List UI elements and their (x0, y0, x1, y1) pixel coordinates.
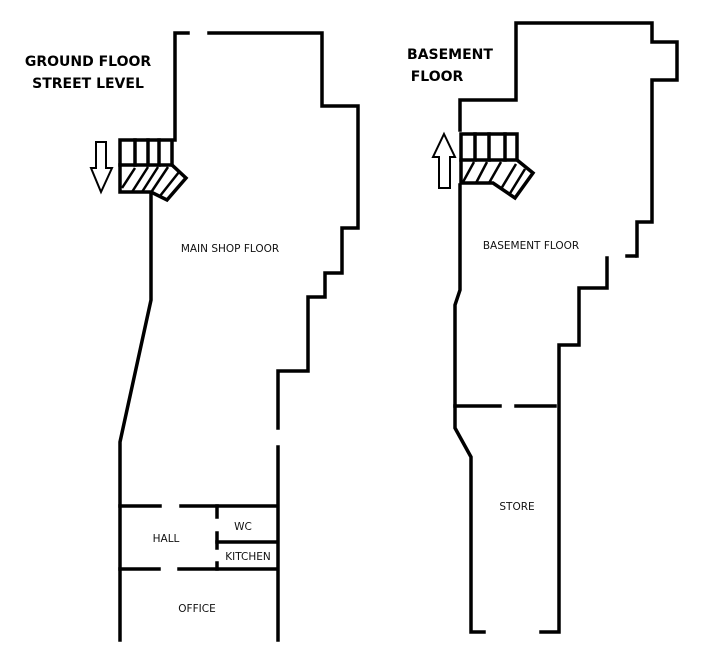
ground-floor-staircase (118, 138, 189, 203)
basement-walls (453, 21, 679, 634)
ground-floor-title: GROUND FLOOR (25, 54, 152, 70)
ground-floor-plan: GROUND FLOOR STREET LEVEL (25, 31, 360, 642)
room-label-wc: WC (234, 521, 252, 533)
room-label-office: OFFICE (178, 603, 215, 615)
up-arrow-icon (431, 131, 457, 189)
room-label-kitchen: KITCHEN (225, 551, 271, 563)
room-label-main-shop-floor: MAIN SHOP FLOOR (181, 243, 279, 255)
basement-title: BASEMENT (407, 47, 493, 63)
down-arrow-icon (89, 141, 114, 195)
basement-floor-plan: BASEMENT FLOOR BASEMENT FLOOR STORE (407, 21, 679, 634)
ground-floor-walls (118, 31, 360, 642)
ground-floor-subtitle: STREET LEVEL (32, 76, 144, 92)
room-label-basement-floor: BASEMENT FLOOR (483, 240, 579, 252)
basement-staircase (459, 132, 536, 201)
basement-subtitle: FLOOR (411, 69, 464, 85)
room-label-hall: HALL (153, 533, 180, 545)
room-label-store: STORE (499, 501, 534, 513)
